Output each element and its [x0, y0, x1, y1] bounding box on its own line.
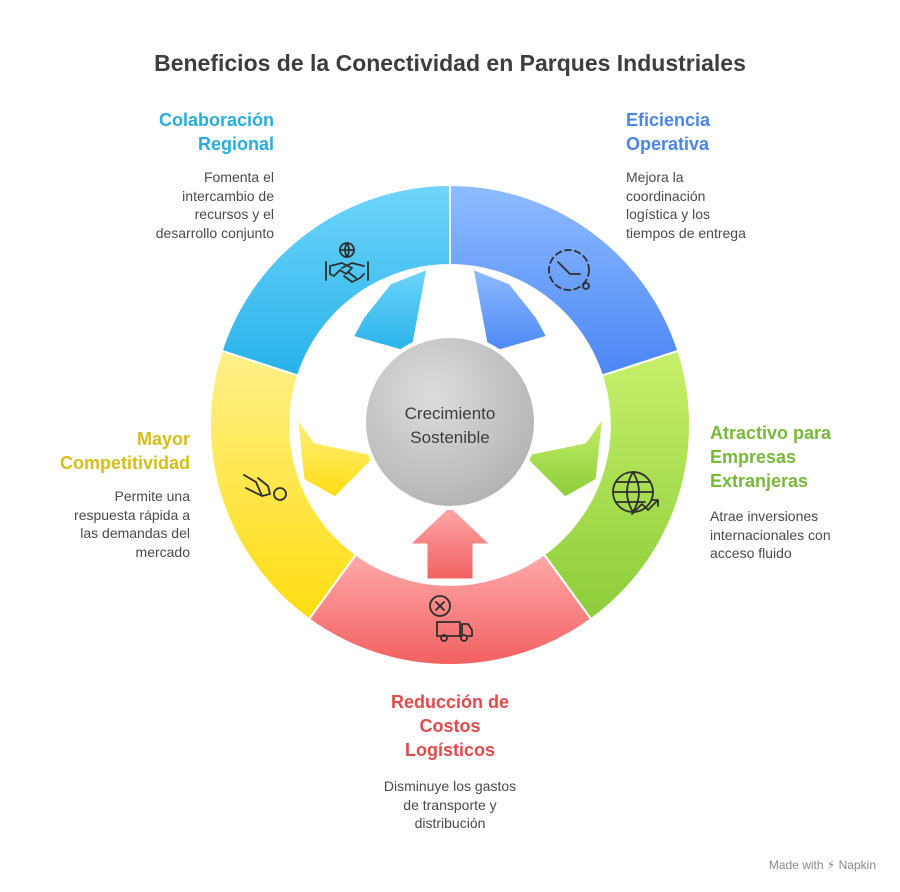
napkin-footer: Made with ⚡ Napkin [768, 858, 876, 872]
attractiveness-description: Atrae inversiones internacionales con ac… [710, 508, 831, 561]
arrow-collaboration [350, 266, 430, 356]
hub-circle [362, 334, 538, 510]
handshake-globe-icon [325, 242, 369, 283]
costs-title: Reducción de Costos Logísticos [390, 692, 510, 760]
page-title: Beneficios de la Conectividad en Parques… [154, 50, 746, 76]
clock-icon [548, 249, 590, 291]
truck-cancel-icon [429, 595, 473, 642]
arrow-costs [406, 503, 494, 582]
arrow-attractiveness [520, 413, 606, 500]
collaboration-title: Colaboración Regional [158, 110, 274, 154]
arrow-competitiveness [294, 413, 380, 500]
collaboration-description: Fomenta el intercambio de recursos y el … [155, 169, 274, 241]
attractiveness-title: Atractivo para Empresas Extranjeras [710, 423, 832, 491]
globe-growth-icon [612, 471, 659, 515]
hub-label: Crecimiento Sostenible [404, 404, 496, 447]
efficiency-description: Mejora la coordinación logística y los t… [626, 169, 746, 241]
costs-description: Disminuye los gastos de transporte y dis… [383, 778, 517, 831]
runner-icon [243, 474, 287, 501]
arrow-efficiency [470, 266, 550, 356]
efficiency-title: Eficiencia Operativa [626, 110, 711, 154]
competitiveness-title: Mayor Competitividad [59, 429, 190, 473]
competitiveness-description: Permite una respuesta rápida a las deman… [74, 488, 190, 560]
segment-competitiveness [208, 349, 358, 621]
